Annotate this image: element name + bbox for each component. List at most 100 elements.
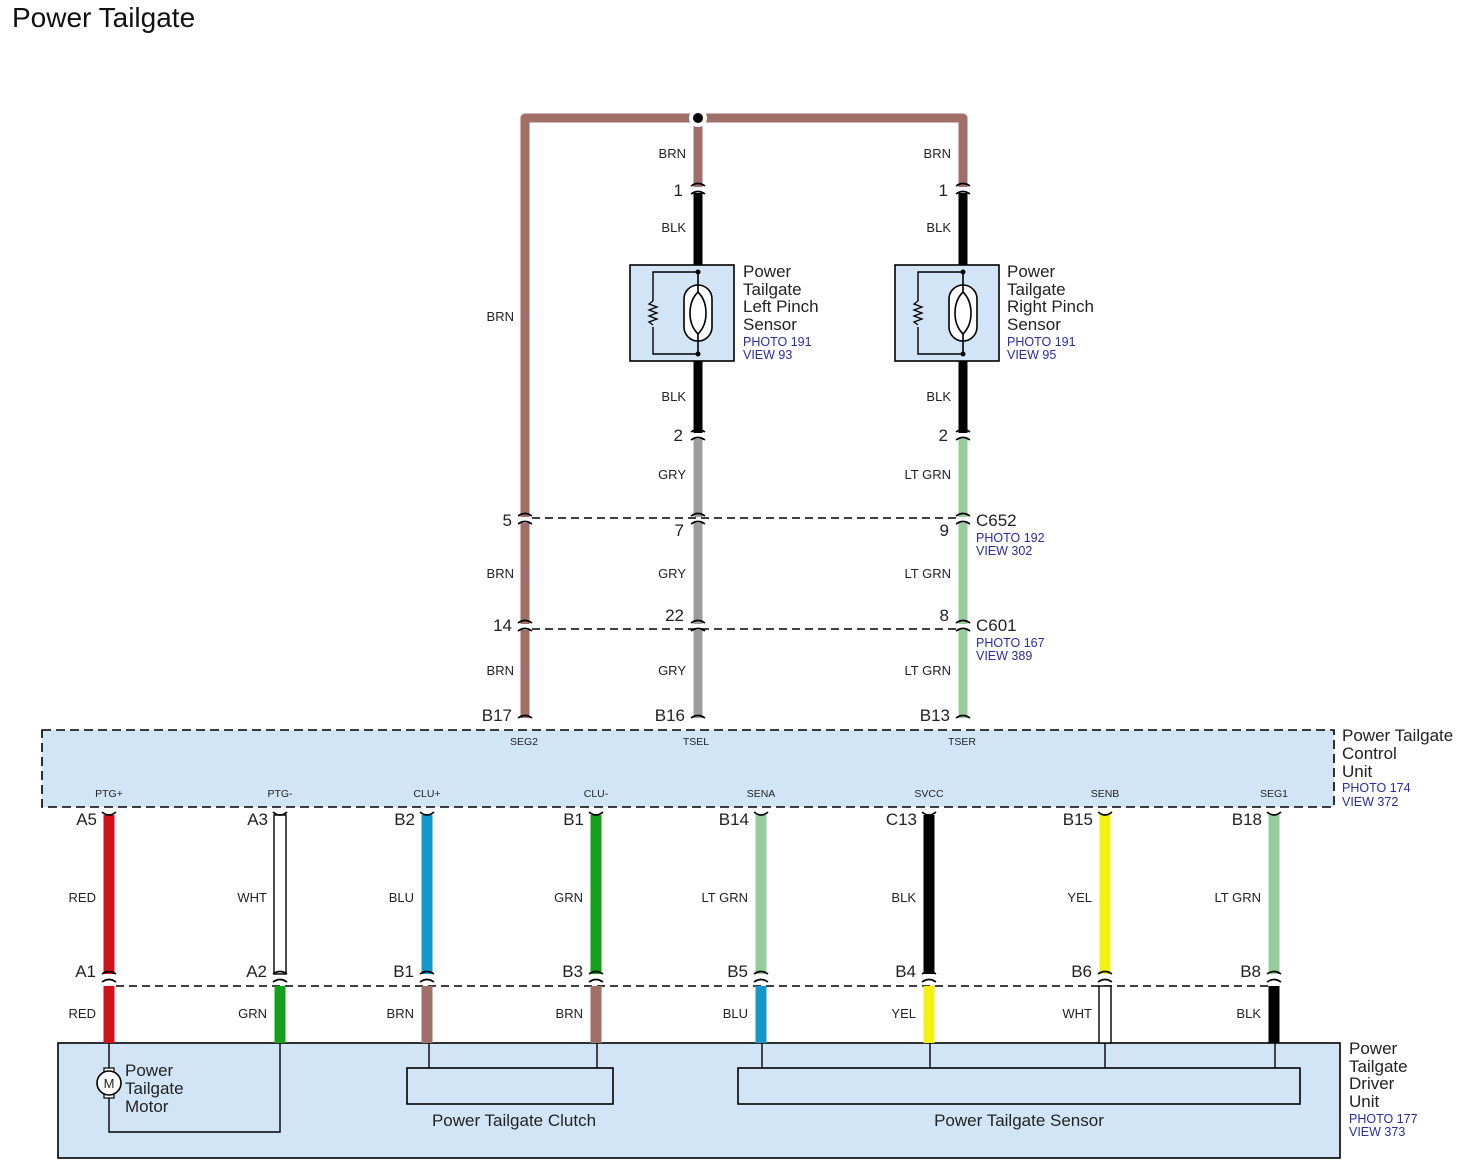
connector-photo-ref[interactable]: PHOTO 167: [976, 636, 1045, 650]
splice-dot: [693, 113, 703, 123]
wire-label: LT GRN: [905, 566, 951, 581]
connector-mark: [955, 714, 971, 719]
component-label: Control: [1342, 744, 1397, 763]
wire-svcc-top: [923, 815, 935, 974]
pin-label: B15: [1063, 810, 1093, 829]
pin-label: 5: [503, 511, 512, 530]
pin-label: 9: [940, 521, 949, 540]
connector-view-ref[interactable]: VIEW 389: [976, 649, 1032, 663]
wire-label: BRN: [487, 566, 514, 581]
pin-label: B5: [727, 962, 748, 981]
wire-label: RED: [69, 890, 96, 905]
wire-label: LT GRN: [905, 663, 951, 678]
connector-mark: [690, 512, 706, 525]
upper-wire-labels: BRN BRN BRN BLK BLK BLK BLK GRY LT GRN B…: [487, 146, 952, 678]
wire-ptg-top: [273, 814, 287, 975]
wire-label: GRN: [238, 1006, 267, 1021]
photo-ref[interactable]: PHOTO 191: [1007, 335, 1076, 349]
wire-clu-top: [421, 815, 433, 974]
pin-label: B1: [393, 962, 414, 981]
sensor-label: Power Tailgate Sensor: [934, 1111, 1104, 1130]
wire-ptg-bottom: [103, 986, 115, 1043]
wire-label: BLU: [723, 1006, 748, 1021]
control-unit-label: Power Tailgate Control Unit PHOTO 174 VI…: [1342, 726, 1453, 809]
wire-label: BRN: [487, 663, 514, 678]
connector-mark: [588, 811, 604, 816]
connector-mark: [517, 714, 533, 719]
clutch-box: [406, 1067, 614, 1105]
connector-mark: [517, 619, 533, 632]
connector-mark: [921, 970, 937, 983]
pin-label: A5: [76, 810, 97, 829]
upper-pin-labels: 1 1 2 2 5 7 9 14 22 8 B17 B16 B13: [482, 181, 950, 725]
photo-ref[interactable]: PHOTO 191: [743, 335, 812, 349]
pin-label: B17: [482, 706, 512, 725]
wire-label: YEL: [1067, 890, 1092, 905]
view-ref[interactable]: VIEW 372: [1342, 795, 1398, 809]
pin-label: B3: [562, 962, 583, 981]
wire-label: GRY: [658, 663, 686, 678]
signal-label: PTG+: [95, 788, 123, 800]
wire-ptg-top: [103, 815, 115, 974]
photo-ref[interactable]: PHOTO 177: [1349, 1112, 1418, 1126]
connector-mark: [1097, 970, 1113, 983]
wire-brn-top-loop: [520, 113, 968, 718]
component-label: Tailgate: [743, 280, 802, 299]
wire-label: BRN: [924, 146, 951, 161]
connector-mark: [753, 811, 769, 816]
wire-label: BLK: [661, 389, 686, 404]
pin-label: B16: [655, 706, 685, 725]
pin-label: 8: [940, 606, 949, 625]
signal-label: TSEL: [683, 736, 709, 748]
wire-clu-bottom: [421, 986, 433, 1043]
connector-name: C601: [976, 616, 1017, 635]
signal-label: CLU-: [584, 788, 609, 800]
view-ref[interactable]: VIEW 93: [743, 348, 792, 362]
connector-photo-ref[interactable]: PHOTO 192: [976, 531, 1045, 545]
connector-mark: [690, 182, 706, 195]
signal-label: SENB: [1091, 788, 1120, 800]
pin-label: A2: [246, 962, 267, 981]
connector-mark: [517, 512, 533, 525]
photo-ref[interactable]: PHOTO 174: [1342, 781, 1411, 795]
pin-label: 22: [665, 606, 684, 625]
component-label: Power: [125, 1061, 174, 1080]
pin-label: B18: [1232, 810, 1262, 829]
wire-label: LT GRN: [905, 467, 951, 482]
wire-senb-bottom: [1098, 985, 1112, 1044]
component-label: Sensor: [1007, 315, 1061, 334]
pin-label: A1: [75, 962, 96, 981]
pin-label: 2: [939, 426, 948, 445]
wire-label: GRY: [658, 566, 686, 581]
wire-clu-bottom: [590, 986, 602, 1043]
pin-label: 2: [674, 426, 683, 445]
connector-mark: [753, 970, 769, 983]
wire-label: RED: [69, 1006, 96, 1021]
view-ref[interactable]: VIEW 95: [1007, 348, 1056, 362]
wire-label: BRN: [556, 1006, 583, 1021]
component-label: Tailgate: [1349, 1057, 1408, 1076]
connector-mark: [101, 811, 117, 816]
wire-label: WHT: [237, 890, 267, 905]
view-ref[interactable]: VIEW 373: [1349, 1125, 1405, 1139]
signal-label: CLU+: [413, 788, 440, 800]
connector-mark: [419, 811, 435, 816]
component-label: Sensor: [743, 315, 797, 334]
connector-c652-label: C652 PHOTO 192 VIEW 302: [976, 511, 1045, 558]
connector-mark: [1266, 970, 1282, 983]
connector-mark: [955, 512, 971, 525]
wire-label: GRN: [554, 890, 583, 905]
right-pinch-sensor-label: Power Tailgate Right Pinch Sensor PHOTO …: [1007, 262, 1094, 362]
pin-label: 1: [939, 181, 948, 200]
wire-seg1-bottom: [1268, 986, 1280, 1043]
connector-view-ref[interactable]: VIEW 302: [976, 544, 1032, 558]
component-label: Power Tailgate: [1342, 726, 1453, 745]
pin-label: B14: [719, 810, 749, 829]
pin-label: 14: [493, 616, 512, 635]
signal-label: SENA: [747, 788, 776, 800]
motor-icon: [96, 1067, 122, 1099]
pin-label: A3: [247, 810, 268, 829]
wire-label: BLK: [926, 389, 951, 404]
pin-label: B8: [1240, 962, 1261, 981]
